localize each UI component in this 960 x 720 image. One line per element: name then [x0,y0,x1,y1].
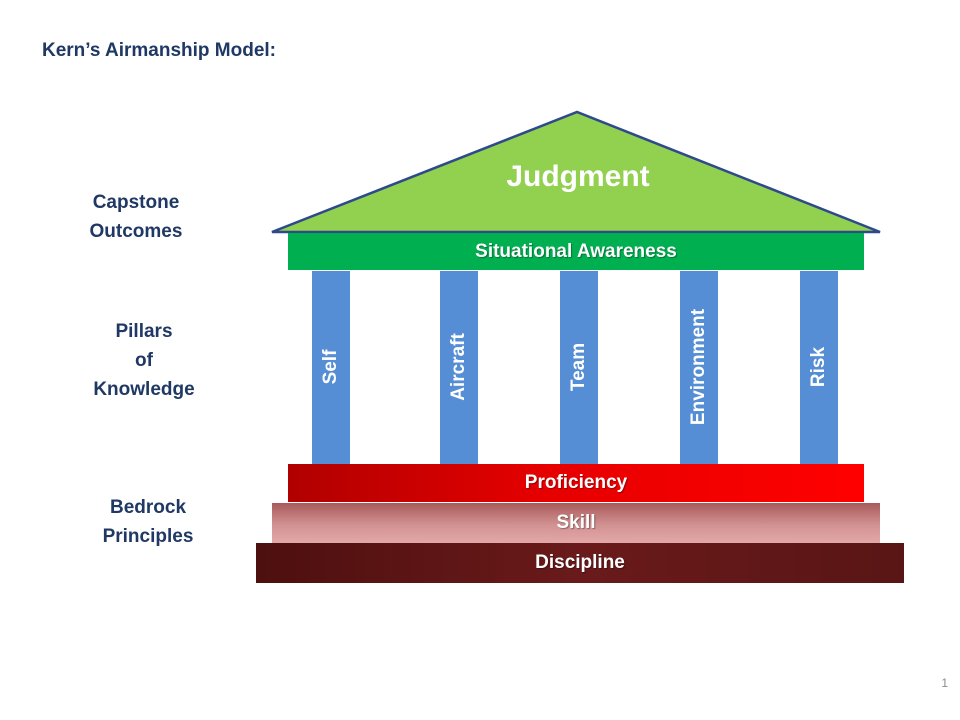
capstone-label-line: Capstone [92,192,180,213]
pillar-label: Self [320,349,341,385]
bedrock-principles-label: Bedrock Principles [78,493,218,551]
pillar-team: Team [560,271,598,464]
pillar-aircraft: Aircraft [440,271,478,464]
pillar-label: Risk [808,346,829,388]
capstone-label-line: Outcomes [89,221,183,242]
judgment-label: Judgment [506,160,650,193]
pillar-self: Self [312,271,350,464]
discipline-step: Discipline [256,543,904,583]
bedrock-label-line: Principles [102,526,194,547]
roof-triangle [268,108,888,238]
pillars-of-knowledge-label: Pillars of Knowledge [74,317,214,404]
capstone-outcomes-label: Capstone Outcomes [66,188,206,246]
proficiency-step: Proficiency [288,464,864,502]
proficiency-label: Proficiency [524,472,628,493]
slide-title: Kern’s Airmanship Model: [42,40,277,61]
pillar-risk: Risk [800,271,838,464]
slide-number: 1 [941,676,948,690]
pillar-label: Environment [688,308,709,426]
pillars-label-line: Pillars [115,321,173,342]
skill-label: Skill [556,512,596,533]
pillars-label-line: of [135,350,153,371]
pillars-label-line: Knowledge [93,379,195,400]
situational-awareness-label: Situational Awareness [475,240,677,262]
pillar-environment: Environment [680,271,718,464]
situational-awareness-beam: Situational Awareness [288,233,864,270]
pillar-label: Team [568,342,589,392]
bedrock-label-line: Bedrock [109,497,187,518]
discipline-label: Discipline [535,552,625,573]
skill-step: Skill [272,503,880,543]
pillar-label: Aircraft [448,333,469,401]
